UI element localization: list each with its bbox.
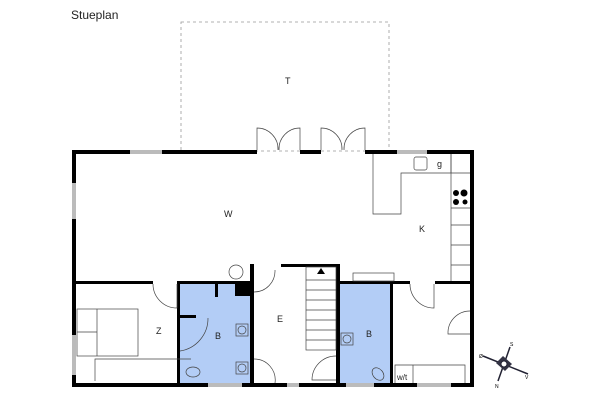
kitchen-counters bbox=[352, 154, 470, 282]
room-label-living: W bbox=[224, 209, 233, 219]
compass-w: V bbox=[525, 375, 529, 381]
windows bbox=[72, 150, 451, 387]
room-label-bath-2: B bbox=[366, 329, 372, 339]
compass-s: S bbox=[510, 342, 514, 348]
plan-title: Stueplan bbox=[71, 8, 119, 22]
room-label-kitchen: K bbox=[419, 224, 425, 234]
doors bbox=[152, 127, 471, 384]
compass-icon: S Ø V N bbox=[479, 342, 529, 390]
terrace-outline bbox=[180, 21, 390, 152]
room-label-terrace: T bbox=[285, 76, 291, 86]
compass-e: Ø bbox=[479, 354, 483, 360]
stair-arrow-icon bbox=[317, 268, 325, 274]
bath-fixtures bbox=[185, 323, 466, 383]
outer-walls bbox=[72, 150, 474, 387]
inner-walls bbox=[72, 264, 474, 386]
column-icon bbox=[228, 264, 244, 280]
bed-icon bbox=[76, 308, 191, 381]
stairs bbox=[305, 266, 337, 351]
room-label-bath-1: B bbox=[215, 331, 221, 341]
kitchen-g-label: g bbox=[437, 159, 442, 169]
compass-n: N bbox=[495, 384, 499, 390]
stove-icon bbox=[453, 189, 468, 205]
room-label-bedroom: Z bbox=[156, 326, 162, 336]
wc-label: w/t bbox=[396, 373, 408, 382]
room-label-entrance: E bbox=[277, 314, 283, 324]
